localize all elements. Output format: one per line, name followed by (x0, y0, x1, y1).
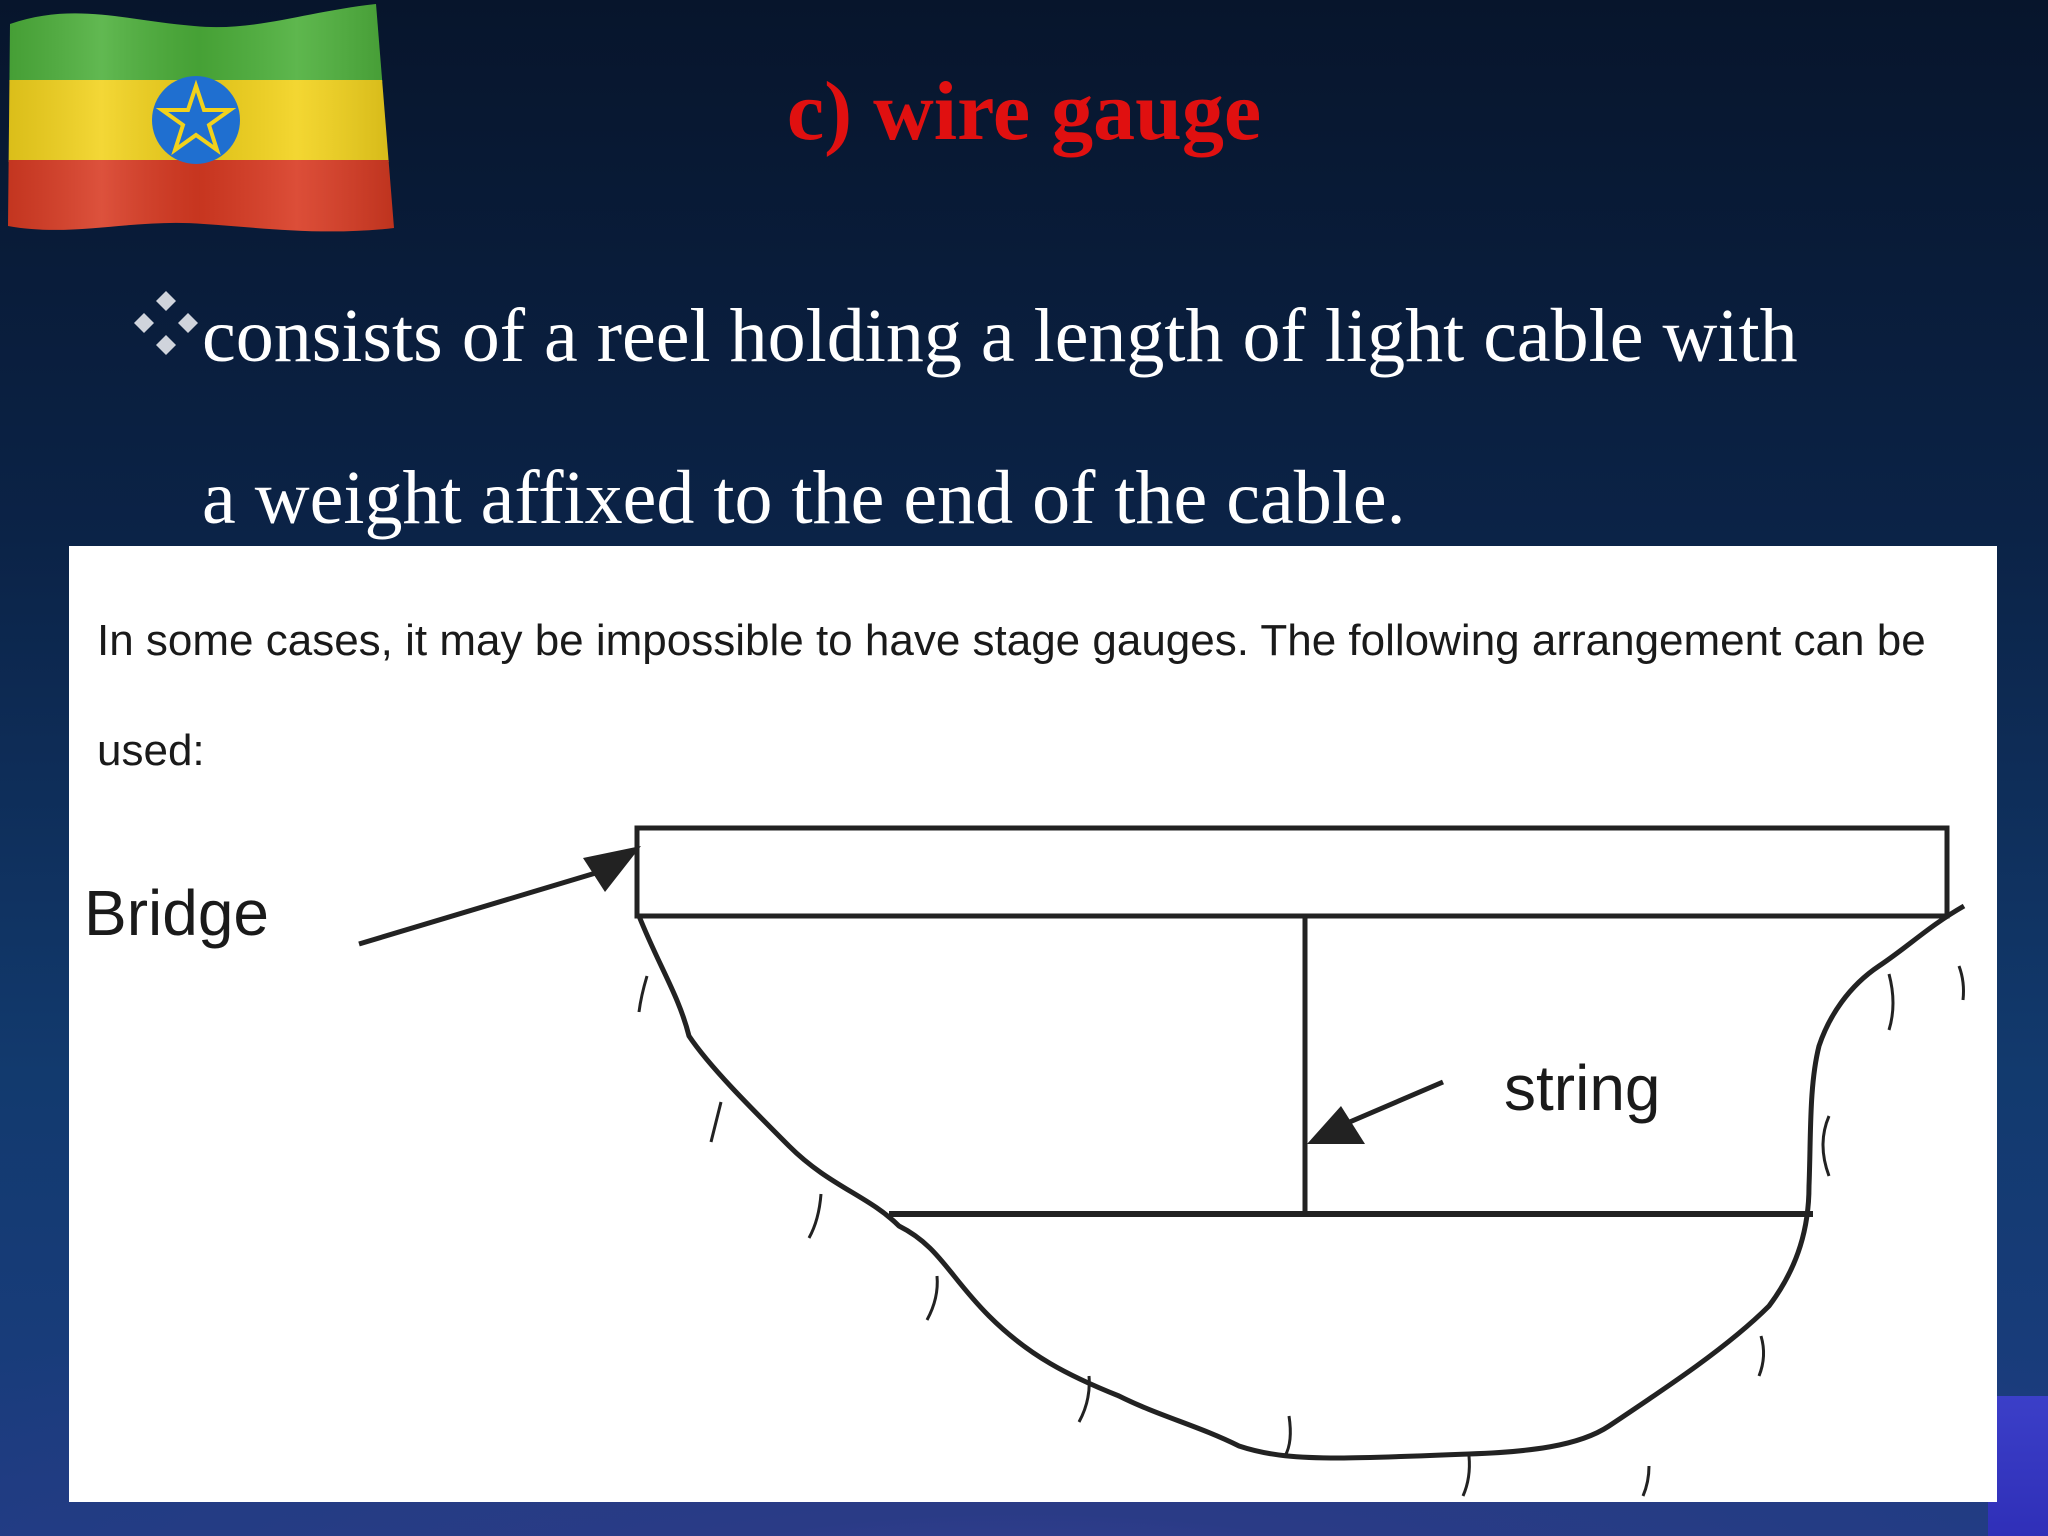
bank-hatching (637, 965, 1965, 1497)
bridge-label: Bridge (84, 877, 269, 949)
four-diamond-bullet-icon (134, 291, 198, 355)
channel-bank (636, 903, 1966, 1461)
string-pointer-arrowhead (1307, 1106, 1365, 1144)
string-label: string (1504, 1052, 1661, 1124)
slide-title: c) wire gauge (786, 65, 1262, 158)
bullet-line-1: consists of a reel holding a length of l… (202, 294, 1798, 378)
bullet-text: consists of a reel holding a length of l… (130, 255, 2030, 579)
corner-glow (1988, 1396, 2048, 1536)
bullet-line-2: a weight affixed to the end of the cable… (202, 456, 1406, 540)
bridge-pointer-line (358, 863, 620, 947)
string-pointer-line (1344, 1079, 1444, 1127)
ethiopian-flag-icon (8, 4, 394, 232)
bridge-pointer-arrowhead (583, 846, 641, 892)
bridge-deck (634, 825, 1950, 919)
bridge-diagram (358, 825, 1966, 1497)
figure-caption: In some cases, it may be impossible to h… (97, 616, 1926, 775)
wire-gauge-figure: In some cases, it may be impossible to h… (69, 546, 1997, 1502)
bullet-item: consists of a reel holding a length of l… (130, 255, 2030, 579)
